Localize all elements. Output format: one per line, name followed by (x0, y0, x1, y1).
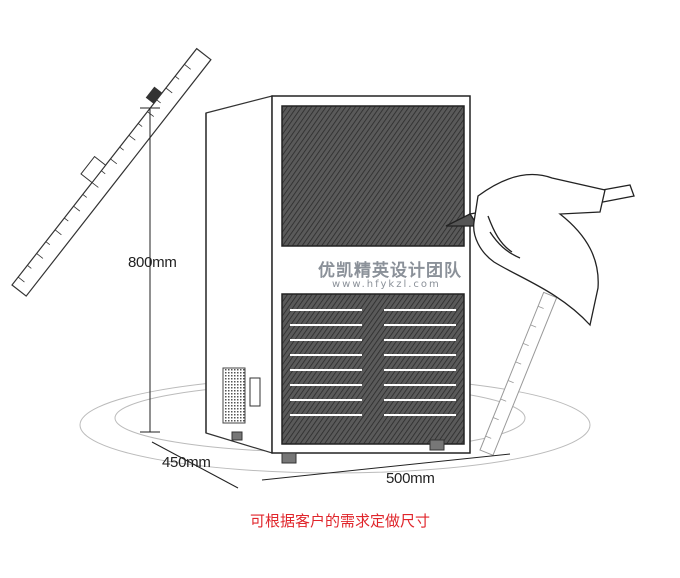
width-dimension-label: 500mm (386, 470, 435, 487)
watermark-brand: 优凯精英设计团队 (318, 261, 462, 281)
depth-dimension-label: 450mm (162, 454, 211, 471)
machine-front (231, 95, 471, 464)
machine-side-panel (205, 95, 273, 454)
custom-size-caption: 可根据客户的需求定做尺寸 (249, 512, 430, 530)
right-ruler (479, 291, 558, 456)
hand-with-pencil (445, 173, 635, 327)
height-dimension-label: 800mm (128, 254, 177, 271)
watermark-url: www.hfykzl.com (332, 279, 441, 290)
dimension-lines (140, 107, 511, 489)
left-ruler (11, 47, 212, 297)
grille-slots (290, 309, 456, 416)
upper-door-panel (281, 105, 465, 247)
